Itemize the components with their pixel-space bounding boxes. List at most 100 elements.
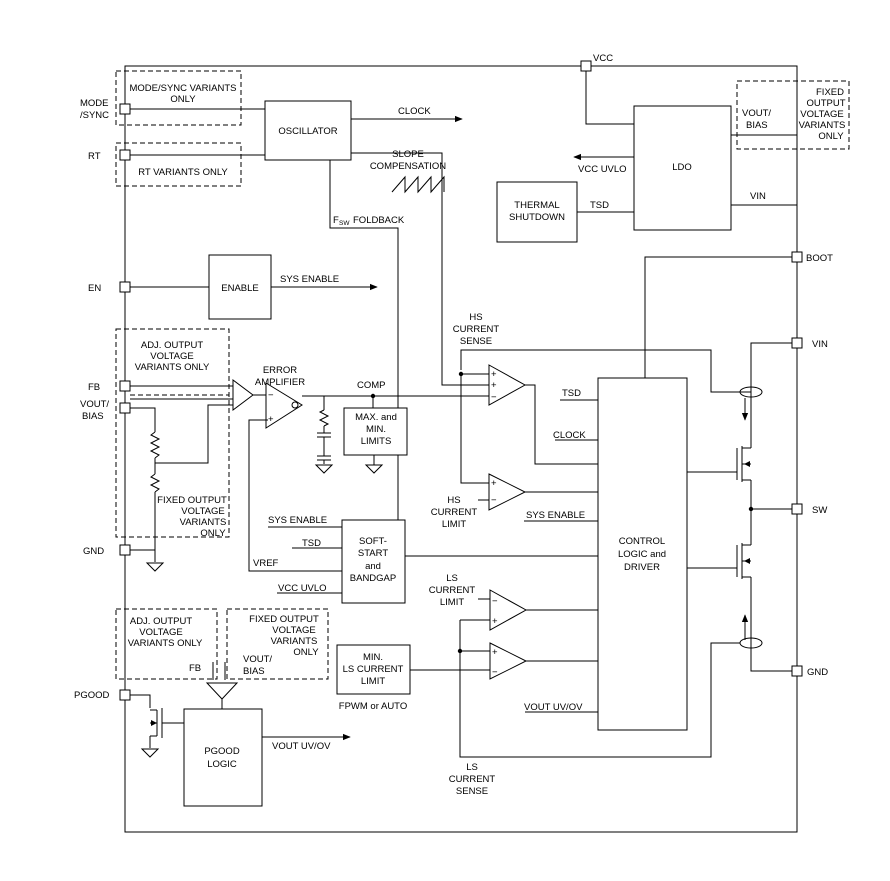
soft-start-label-1: SOFT- — [359, 536, 387, 547]
vout-uvov-pg-label: VOUT UV/OV — [272, 741, 331, 752]
ls-limit-comparator — [489, 589, 528, 631]
pin-label-boot: BOOT — [806, 253, 833, 264]
sw-node — [748, 506, 754, 512]
fixed-bottom-note-4: ONLY — [293, 647, 319, 658]
pin-rt — [119, 149, 131, 161]
soft-start-label-2: START — [358, 548, 388, 559]
rt-variants-note: RT VARIANTS ONLY — [138, 167, 228, 178]
pin-label-sw: SW — [812, 505, 827, 516]
pin-gnd-left — [119, 544, 131, 556]
adj-bottom-note-1: ADJ. OUTPUT — [130, 616, 192, 627]
min-ls-label-1: MIN. — [363, 652, 383, 663]
pin-label-fb: FB — [88, 382, 100, 393]
ground-symbol-limits — [364, 464, 384, 474]
ls-limit-label-2: CURRENT — [429, 585, 476, 596]
adj-top-note-2: VOLTAGE — [150, 351, 193, 362]
hs-limit-minus: − — [491, 495, 497, 506]
vref-label: VREF — [253, 558, 279, 569]
comp-resistor — [318, 409, 330, 427]
slope-label-1: SLOPE — [392, 149, 424, 160]
pin-boot — [791, 251, 803, 263]
error-amp-label-2: AMPLIFIER — [255, 377, 305, 388]
vout-bias-pg-label-1: VOUT/ — [243, 654, 272, 665]
fixed-ldo-note-3: VOLTAGE — [800, 109, 843, 120]
pwm-comp-plus-2: + — [491, 380, 497, 391]
control-label-3: DRIVER — [624, 562, 660, 573]
min-ls-limit-block — [336, 644, 411, 695]
thermal-label-2: SHUTDOWN — [509, 212, 565, 223]
fixed-left-note-3: VARIANTS — [180, 517, 227, 528]
sys-enable-ss-label: SYS ENABLE — [268, 515, 327, 526]
pin-label-rt: RT — [88, 151, 101, 162]
pin-sw — [791, 503, 803, 515]
pin-vout-bias — [119, 402, 131, 414]
error-amp-plus: + — [268, 414, 274, 425]
min-ls-comparator — [489, 642, 528, 680]
pin-label-gnd-left: GND — [83, 546, 104, 557]
control-label-1: CONTROL — [619, 536, 665, 547]
sys-enable-ctrl-label: SYS ENABLE — [526, 510, 585, 521]
fb-buffer — [232, 379, 254, 411]
clock-ctrl-label: CLOCK — [553, 430, 586, 441]
enable-block — [208, 254, 272, 320]
hs-limit-comparator — [488, 473, 527, 511]
adj-output-bottom-box — [115, 608, 218, 680]
enable-label: ENABLE — [221, 283, 259, 294]
oscillator-block — [264, 100, 352, 161]
comp-label: COMP — [357, 380, 386, 391]
pin-mode-sync — [119, 103, 131, 115]
divider-resistor-bottom — [149, 473, 161, 493]
error-amplifier — [265, 382, 303, 429]
fixed-ldo-note-5: ONLY — [818, 131, 844, 142]
pin-gnd-right — [791, 665, 803, 677]
fsw-foldback-label: FOLDBACK — [353, 215, 405, 226]
min-ls-comp-minus: − — [492, 667, 498, 678]
soft-start-label-3: and — [365, 561, 381, 572]
vcc-uvlo-ldo-label: VCC UVLO — [578, 164, 627, 175]
max-min-limits-block — [343, 407, 408, 456]
ground-symbol-left — [145, 562, 165, 572]
ldo-vin-label: VIN — [750, 191, 766, 202]
hs-sense-label-1: HS — [469, 312, 482, 323]
pgood-logic-label-1: PGOOD — [204, 746, 240, 757]
ground-symbol-pgood — [140, 748, 160, 758]
ls-sense-label-1: LS — [466, 762, 478, 773]
min-ls-label-2: LS CURRENT — [343, 664, 404, 675]
pin-fb — [119, 380, 131, 392]
hs-current-sense-loop — [739, 386, 763, 398]
clock-out-label: CLOCK — [398, 106, 431, 117]
pin-label-bias: BIAS — [82, 411, 104, 422]
adj-bottom-note-2: VOLTAGE — [139, 627, 182, 638]
hs-limit-plus: + — [491, 478, 497, 489]
pwm-comp-minus: − — [491, 392, 497, 403]
vout-bias-pg-label-2: BIAS — [243, 666, 265, 677]
tsd-ss-label: TSD — [302, 538, 321, 549]
hs-sense-label-3: SENSE — [460, 336, 492, 347]
sawtooth-symbol — [391, 175, 445, 194]
fixed-ldo-note-1: FIXED — [816, 87, 844, 98]
thermal-label-1: THERMAL — [514, 200, 559, 211]
fpwm-label: FPWM or AUTO — [339, 701, 407, 712]
fixed-left-note-1: FIXED OUTPUT — [157, 495, 227, 506]
pin-label-vin: VIN — [812, 339, 828, 350]
ldo-block — [633, 105, 732, 231]
adj-top-note-3: VARIANTS ONLY — [135, 362, 210, 373]
control-logic-block — [597, 377, 688, 731]
pgood-buffer — [205, 682, 239, 700]
ls-sense-label-2: CURRENT — [449, 774, 496, 785]
ls-sense-label-3: SENSE — [456, 786, 488, 797]
pin-label-vout: VOUT/ — [80, 399, 109, 410]
soft-start-label-4: BANDGAP — [350, 573, 396, 584]
pwm-comparator — [488, 364, 527, 406]
pin-label-vcc: VCC — [593, 53, 613, 64]
fsw-prefix: F — [333, 215, 339, 226]
hs-limit-label-2: CURRENT — [431, 507, 478, 518]
hs-limit-label-3: LIMIT — [442, 519, 466, 530]
fixed-bottom-note-3: VARIANTS — [271, 636, 318, 647]
pin-label-pgood: PGOOD — [74, 690, 110, 701]
error-amp-label-1: ERROR — [263, 365, 297, 376]
tsd-ctrl-label: TSD — [562, 388, 581, 399]
chip-outline — [124, 65, 798, 833]
ldo-vout-label-2: BIAS — [746, 120, 768, 131]
